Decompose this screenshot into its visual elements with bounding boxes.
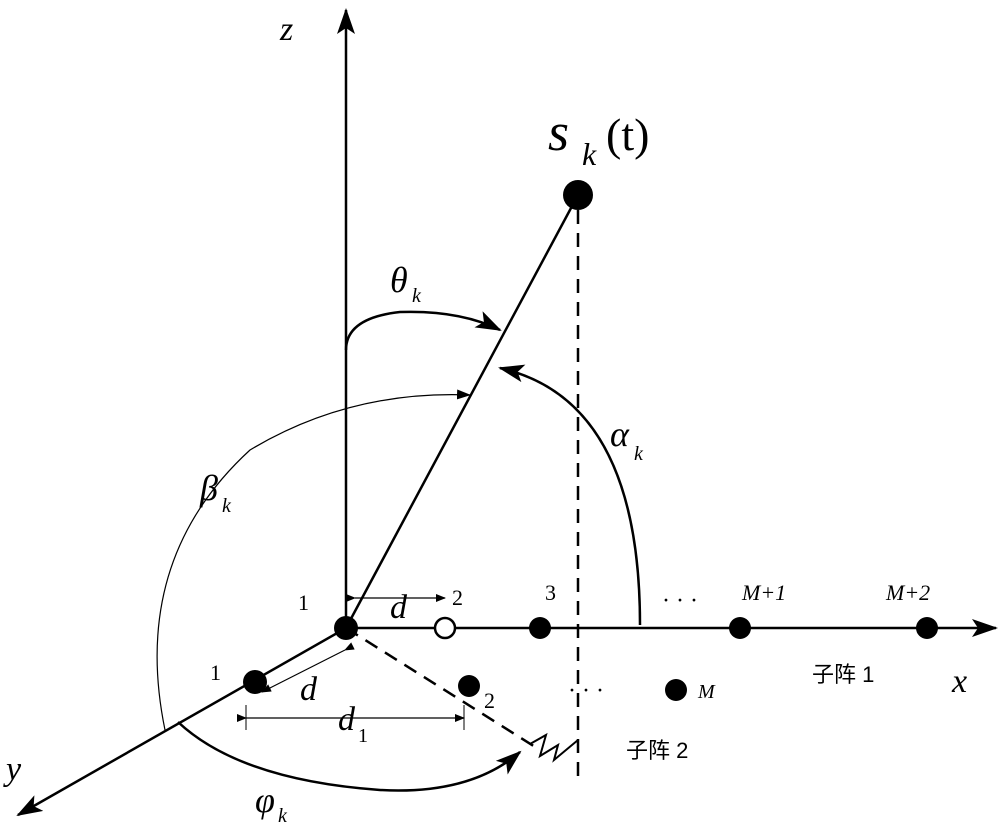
beta-label-sub: k: [222, 495, 232, 517]
z-axis-label: z: [279, 11, 293, 48]
sub1-label-2: 2: [452, 585, 463, 610]
break-zigzag: [529, 732, 579, 763]
sub1-dots: · · ·: [662, 588, 698, 614]
source-label: s: [548, 102, 569, 162]
sensor-x-2-hollow: [433, 616, 457, 640]
sub2-label-2: 2: [484, 688, 495, 713]
alpha-label: α: [610, 414, 630, 454]
theta-label-sub: k: [412, 285, 422, 307]
d-y-label: d: [300, 671, 318, 708]
sensor-sub2-m: [665, 679, 687, 701]
y-axis: [16, 626, 347, 817]
phi-label: φ: [255, 780, 275, 820]
sub2-label-1: 1: [210, 660, 221, 685]
d1-label-sub: 1: [358, 725, 368, 747]
d-x-label: d: [390, 589, 408, 626]
d1-label: d: [338, 701, 356, 738]
sub2-label-m: M: [697, 681, 716, 703]
source-point: [563, 180, 593, 210]
sensor-sub2-2: [458, 675, 480, 697]
sub1-label-m2: M+2: [885, 580, 930, 605]
sensor-x-3: [529, 617, 551, 639]
theta-label: θ: [390, 260, 408, 300]
source-direction-line: [344, 194, 580, 629]
sensor-origin: [334, 616, 358, 640]
source-label-arg: (t): [606, 109, 649, 160]
sub1-label-3: 3: [545, 580, 556, 605]
sub1-label-1: 1: [298, 590, 309, 615]
beta-arc: [156, 389, 471, 731]
x-axis-label: x: [951, 663, 967, 700]
sub2-caption: 子阵 2: [626, 738, 688, 763]
projection-dashed-diagonal: [345, 626, 541, 752]
alpha-arc: [498, 364, 642, 626]
y-axis-label: y: [3, 751, 22, 788]
sub1-label-m1: M+1: [741, 580, 786, 605]
beta-label: β: [199, 468, 218, 508]
sensor-x-m2: [916, 617, 938, 639]
d-y-marker: [261, 642, 355, 693]
source-label-sub: k: [582, 136, 597, 172]
sub2-dots: · · ·: [568, 678, 604, 704]
sensor-x-m1: [729, 617, 751, 639]
phi-arc: [177, 721, 522, 792]
sub1-caption: 子阵 1: [812, 662, 874, 687]
alpha-label-sub: k: [634, 443, 644, 465]
phi-label-sub: k: [278, 805, 288, 827]
theta-arc: [344, 310, 502, 351]
sensor-y-1: [243, 670, 267, 694]
